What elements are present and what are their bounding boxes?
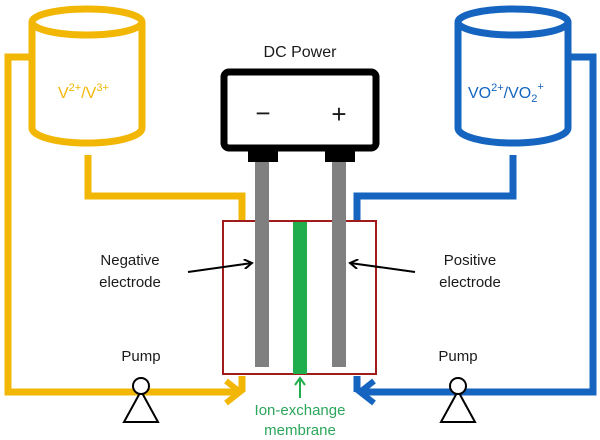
right-pump: Pump (438, 348, 478, 423)
power-box (220, 68, 380, 152)
right-pump-base-icon (439, 388, 477, 423)
positive-tank-label: VO2+/VO2+ (468, 81, 544, 105)
electrochemical-cell (222, 162, 377, 398)
positive-terminal-sign: + (331, 99, 346, 129)
negative-supply-pipe (84, 155, 246, 224)
negative-electrode-pointer (187, 263, 252, 273)
left-pump-base-icon (122, 388, 160, 423)
left-pump-label: Pump (121, 348, 160, 365)
left-pump: Pump (121, 348, 161, 423)
negative-return-pipe (4, 53, 238, 396)
negative-electrolyte-loop (4, 53, 246, 406)
right-pump-label: Pump (438, 348, 477, 365)
right-pump-rotor-icon (449, 377, 467, 395)
negative-electrode-label-1: Negative (100, 252, 159, 269)
positive-electrode-label-2: electrode (439, 274, 501, 291)
positive-terminal (325, 148, 355, 162)
ion-exchange-membrane (293, 222, 307, 374)
negative-tank-label: V2+/V3+ (58, 82, 109, 102)
positive-electrode-label-1: Positive (444, 252, 497, 269)
positive-return-pipe (362, 53, 597, 396)
positive-electrode-pointer (350, 263, 416, 273)
negative-electrolyte-tank: V2+/V3+ (28, 5, 146, 147)
positive-electrolyte-loop (353, 53, 597, 406)
positive-electrode (332, 162, 346, 367)
negative-electrode (255, 162, 269, 367)
membrane-pointer-head (294, 376, 306, 386)
negative-terminal-sign: − (255, 98, 270, 128)
positive-supply-pipe (353, 155, 517, 224)
dc-power-supply: DC Power − + (220, 44, 380, 162)
membrane-label-1: Ion-exchange (255, 402, 346, 419)
left-pump-rotor-icon (132, 377, 150, 395)
positive-electrolyte-tank: VO2+/VO2+ (454, 5, 572, 147)
membrane-label-2: membrane (264, 422, 336, 439)
negative-electrode-label-2: electrode (99, 274, 161, 291)
dc-power-title: DC Power (264, 44, 338, 61)
negative-terminal (248, 148, 278, 162)
